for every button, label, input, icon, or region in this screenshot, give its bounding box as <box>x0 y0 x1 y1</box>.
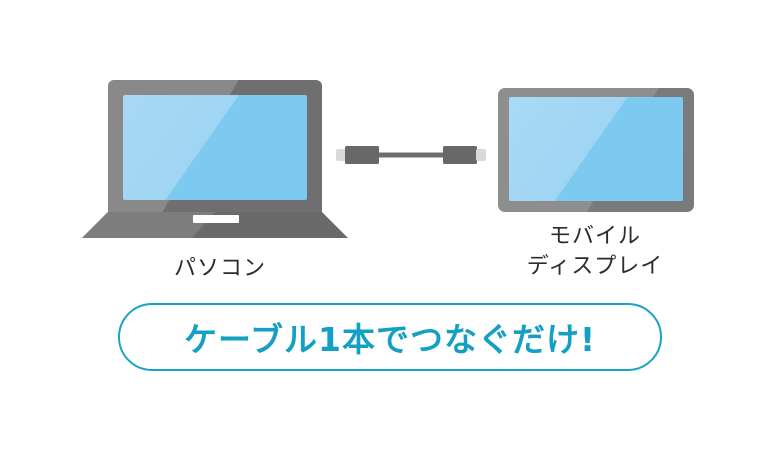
banner-text: ケーブル1本でつなぐだけ! <box>183 320 597 359</box>
banner-pill: ケーブル1本でつなぐだけ! <box>118 303 662 371</box>
touchpad <box>193 215 239 223</box>
display-label-line2: ディスプレイ <box>526 254 664 279</box>
laptop-screen <box>123 95 307 200</box>
display-label-line1: モバイル <box>548 224 641 249</box>
laptop-base <box>82 212 348 238</box>
pc-label: パソコン <box>173 256 266 281</box>
usb-c-cable-icon <box>336 146 486 164</box>
laptop-icon <box>108 80 322 212</box>
monitor-icon <box>498 88 694 212</box>
monitor-screen <box>509 97 683 201</box>
display-label: モバイル ディスプレイ <box>490 222 700 282</box>
